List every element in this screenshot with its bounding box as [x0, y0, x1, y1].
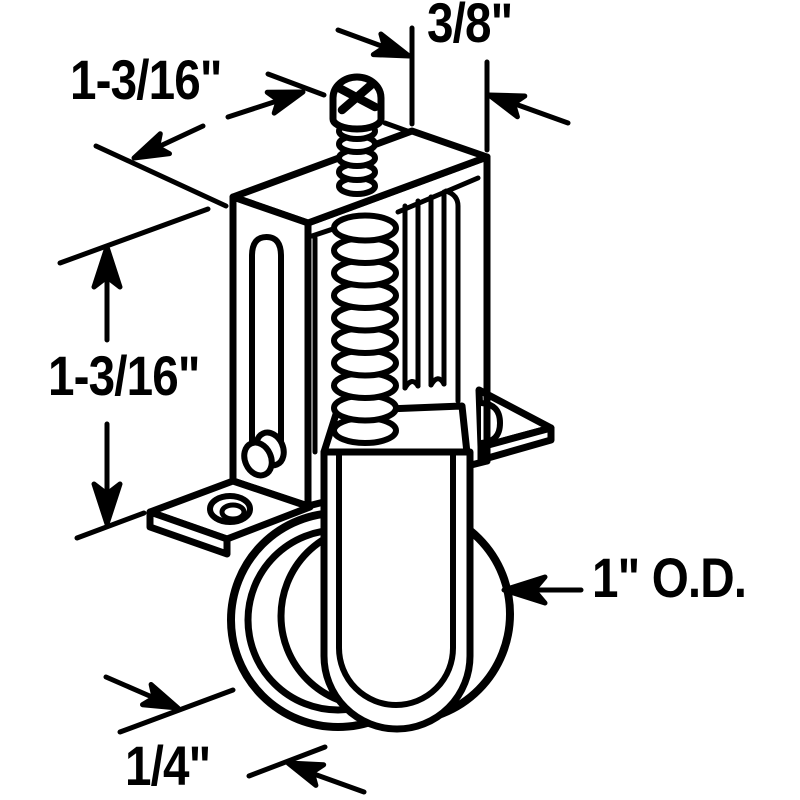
dim-label-wheel-diameter: 1" O.D.: [592, 546, 747, 609]
wheel-carriage: [320, 402, 474, 733]
housing-interior-ribs: [402, 189, 447, 391]
phillips-cross-icon: [334, 80, 380, 115]
dim-housing-height: [57, 206, 211, 541]
dim-top-depth: [93, 71, 413, 209]
right-mounting-flange: [475, 153, 555, 465]
axle-pin-end: [241, 439, 275, 479]
screw-threads: [336, 120, 378, 197]
dim-wheel-od: [501, 574, 584, 606]
housing-opening-corner: [443, 188, 461, 404]
left-flange-hole-inner: [219, 502, 247, 522]
spring: [331, 212, 399, 446]
dim-label-housing-height: 1-3/16": [48, 344, 200, 407]
right-flange-edge: [477, 424, 555, 464]
dim-wheel-width: [103, 674, 367, 795]
front-slot: [249, 234, 284, 452]
carriage-strap-outer: [320, 448, 474, 733]
adjustment-screw: [329, 73, 385, 197]
dim-label-wheel-width: 1/4": [125, 734, 211, 797]
dim-label-top-depth: 1-3/16": [70, 48, 222, 111]
axle-pin: [241, 429, 287, 479]
dim-label-top-width: 3/8": [427, 0, 513, 54]
dimension-annotations: [57, 25, 584, 795]
dim-top-width: [335, 25, 571, 153]
carriage-strap-inner: [336, 449, 456, 708]
housing-interior-rib-arcs: [402, 376, 447, 391]
left-mounting-flange: [146, 477, 314, 558]
left-flange-edge: [146, 508, 231, 558]
